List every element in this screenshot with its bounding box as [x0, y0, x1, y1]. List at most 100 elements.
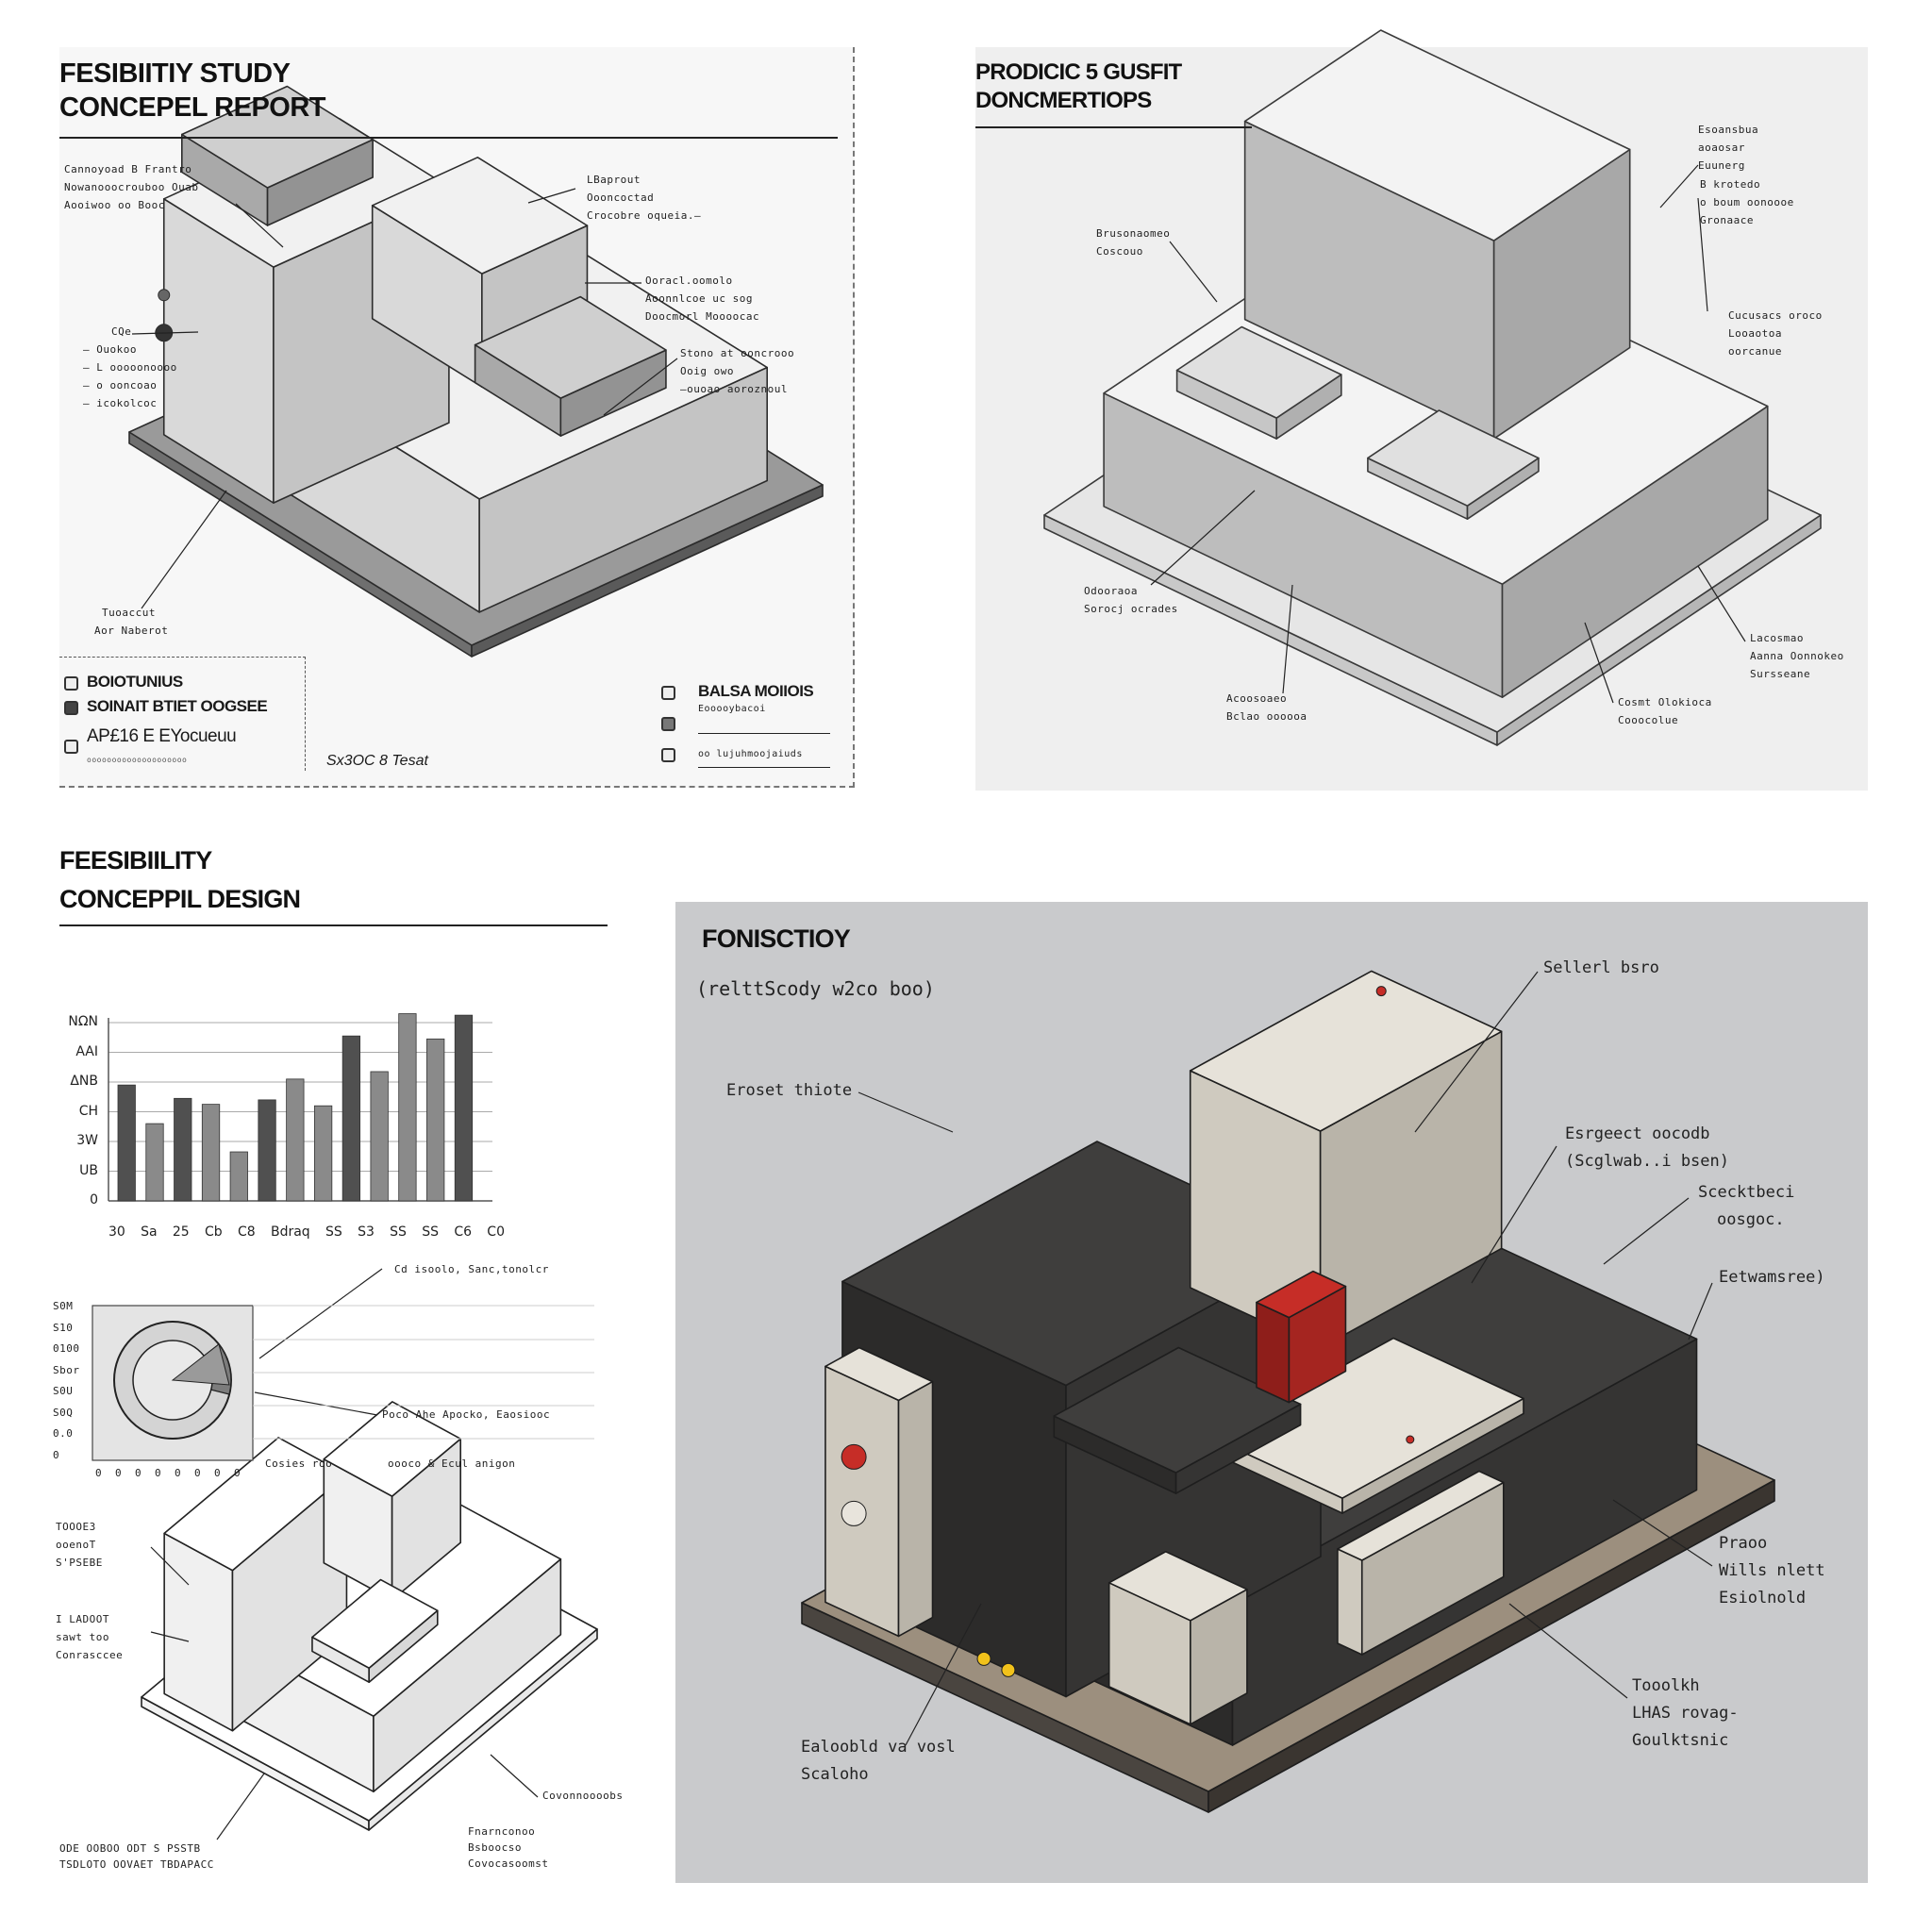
leader-line: [905, 1603, 982, 1746]
x-tick-label: SS: [422, 1224, 440, 1240]
device-face: [323, 1401, 462, 1497]
annotation: Eetwamsree): [1719, 1268, 1825, 1287]
indicator-light: [841, 1500, 867, 1526]
annotation: Sellerl bsro: [1543, 958, 1659, 977]
x-tick-label: SS: [390, 1224, 407, 1240]
y-tick-label: UB: [79, 1162, 98, 1178]
device-face: [1243, 29, 1631, 242]
annotation: Cd isoolo, Sanc,tonolcr: [394, 1263, 549, 1275]
annotation: Esrgeect oocodb(Scglwab..i bsen): [1565, 1124, 1729, 1171]
x-tick-label: C0: [487, 1224, 505, 1240]
annotation: Cosies roo: [265, 1457, 333, 1470]
y-tick-label: Sbor: [53, 1363, 80, 1376]
dial-chart: [92, 1305, 594, 1461]
title-rule: [975, 126, 1252, 128]
leader-line: [1150, 490, 1256, 586]
leader-line: [1471, 1145, 1557, 1284]
legend-rule: [698, 767, 830, 768]
leader-line: [1508, 1603, 1628, 1699]
bar: [201, 1104, 221, 1202]
x-tick-label: 0: [194, 1467, 202, 1479]
x-tick-label: C6: [454, 1224, 472, 1240]
indicator-light: [1001, 1662, 1016, 1677]
leader-line: [254, 1391, 378, 1416]
legend-swatch-light: [64, 740, 78, 754]
device-face: [1189, 970, 1503, 1132]
device-face: [474, 295, 667, 399]
leader-line: [258, 1268, 383, 1359]
y-tick-label: 0: [53, 1448, 60, 1461]
annotation: CQe– Ouokoo– L ooooonoooo– o ooncoao– ic…: [83, 325, 177, 409]
legend-label: AP£16 E EYocueuu: [87, 726, 237, 746]
y-tick-label: 0100: [53, 1342, 80, 1355]
annotation: Covonnoooobs: [542, 1790, 624, 1802]
legend-swatch-light: [64, 676, 78, 691]
y-tick-label: S0M: [53, 1300, 74, 1312]
title-rule: [59, 137, 838, 139]
indicator-light: [1406, 1435, 1415, 1444]
bar: [229, 1151, 248, 1202]
leader-line: [1697, 565, 1746, 642]
bar: [398, 1013, 417, 1202]
page-subtitle: (relttScody w2co boo): [696, 977, 935, 1000]
y-tick-label: S10: [53, 1321, 74, 1334]
leader-line: [141, 490, 227, 609]
page-title: FESIBIITIY STUDY: [59, 58, 291, 89]
leader-line: [216, 1773, 265, 1840]
x-tick-label: Sa: [141, 1224, 158, 1240]
y-tick-label: 3W: [76, 1133, 98, 1148]
device-face: [1108, 1551, 1248, 1622]
x-tick-label: 0: [214, 1467, 222, 1479]
x-tick-label: 25: [172, 1224, 190, 1240]
page-title: FEESIBIILITY: [59, 846, 212, 874]
leader-line: [1584, 622, 1614, 704]
bar: [426, 1038, 445, 1202]
y-tick-label: NΩN: [68, 1014, 98, 1029]
leader-line: [131, 331, 199, 335]
device-face: [1337, 1548, 1363, 1656]
device-face: [1175, 325, 1342, 419]
x-tick-label: 0: [135, 1467, 142, 1479]
x-tick-label: 0: [234, 1467, 242, 1479]
annotation: Poco Ahe Apocko, Eaosiooc: [382, 1408, 551, 1421]
leader-line: [1697, 197, 1708, 312]
leader-line: [1169, 241, 1218, 303]
bar: [286, 1078, 305, 1202]
device-face: [824, 1365, 900, 1638]
leader-line: [1603, 1197, 1690, 1265]
leader-line: [490, 1754, 539, 1798]
y-tick-label: 0.0: [53, 1427, 74, 1440]
bar-chart: [108, 1013, 492, 1202]
x-tick-label: Bdraq: [270, 1224, 310, 1240]
page-subtitle: CONCEPEL REPORT: [59, 92, 326, 123]
y-tick-label: 0: [90, 1192, 98, 1208]
bar: [174, 1097, 192, 1202]
x-tick-label: 30: [108, 1224, 125, 1240]
device-face: [1367, 409, 1540, 508]
leader-line: [1659, 164, 1699, 208]
x-tick-label: C8: [237, 1224, 256, 1240]
y-tick-label: ΔΝΒ: [70, 1074, 98, 1089]
leader-line: [150, 1631, 190, 1642]
annotation: Eroset thiote: [726, 1081, 853, 1100]
legend-label: Eooooybacoi: [698, 704, 766, 714]
caption: Sx3OC 8 Tesat: [326, 753, 428, 769]
leader-line: [1282, 584, 1293, 694]
indicator-light: [976, 1651, 991, 1666]
annotation: oooco & Ecul anigon: [388, 1457, 516, 1470]
legend-swatch-light: [661, 686, 675, 700]
leader-line: [1414, 971, 1539, 1133]
bar: [341, 1035, 361, 1202]
leader-line: [1688, 1282, 1713, 1341]
